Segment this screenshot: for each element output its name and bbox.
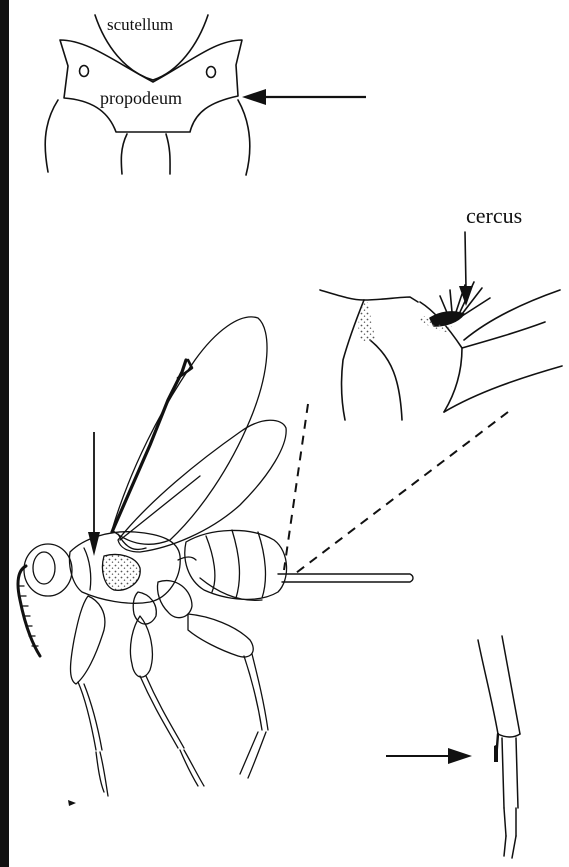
zoom-line-lower [292, 412, 508, 576]
mesopleuron [102, 555, 140, 591]
spiracle-left [80, 66, 89, 77]
tibial-spur-arrow [386, 748, 472, 764]
pronotum-line [84, 548, 91, 590]
leg-detail-inset [478, 636, 520, 858]
mesosoma-arrow [88, 432, 100, 556]
hypopygium [200, 578, 262, 600]
hind-leg-femur [188, 614, 253, 657]
zoom-line-upper [284, 404, 308, 570]
head [24, 544, 72, 596]
ovipositor-lower [444, 366, 562, 412]
abdomen-tip-outline [320, 290, 364, 300]
tibial-spur-fill [494, 744, 498, 762]
metasoma-outline-left [45, 100, 58, 172]
mid-leg-coxa [133, 592, 156, 624]
spiracle-right [207, 67, 216, 78]
hind-leg-tarsus [240, 732, 266, 778]
left-border-bar [0, 0, 9, 867]
petiole-line-right [166, 134, 170, 174]
ovipositor-mid [462, 322, 545, 348]
tibia-outline-left [478, 640, 498, 734]
mid-leg-femur [130, 616, 152, 677]
tibia-outline-right [502, 636, 520, 734]
hind-leg-coxa [157, 581, 192, 618]
wasp-body [18, 317, 413, 796]
sternite-outline [370, 340, 402, 420]
mid-leg-tibia [140, 676, 184, 748]
tibia-apex [498, 734, 520, 737]
fore-leg-tibia-2 [84, 684, 102, 750]
ovipositor [278, 574, 413, 582]
tarsus-segment-3 [504, 836, 516, 858]
scutellum-label: scutellum [107, 15, 173, 34]
tergite-edge [364, 297, 418, 302]
metasoma [185, 530, 287, 599]
fore-leg-femur [71, 596, 105, 684]
fore-leg-tarsus [96, 752, 108, 796]
metasoma-outline-right [238, 100, 250, 175]
propodeum-plate [60, 40, 242, 132]
cercus-arrow-line [465, 232, 466, 288]
tarsus-segment-1 [502, 738, 518, 808]
petiole-line-left [121, 134, 127, 174]
tarsus-segment-2 [504, 808, 516, 836]
compound-eye [33, 552, 55, 584]
mid-leg-tarsus [180, 750, 204, 786]
antenna-segments [18, 586, 38, 646]
propodeum-label: propodeum [100, 88, 182, 108]
speck-mark [68, 800, 76, 806]
forewing [112, 317, 267, 544]
hind-leg-tibia [244, 654, 268, 730]
cercus-label: cercus [466, 203, 522, 228]
propodeum-arrow [242, 89, 366, 105]
